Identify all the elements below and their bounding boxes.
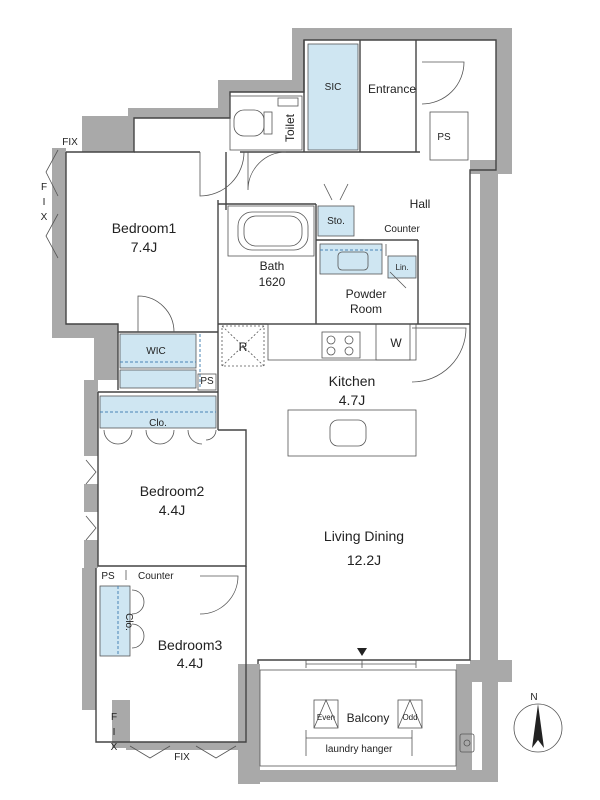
fixtures <box>233 97 414 359</box>
room-name-living: Living Dining <box>324 528 404 544</box>
label-laundry: laundry hanger <box>326 744 393 755</box>
sto-storage <box>317 205 355 237</box>
room-size-bath: 1620 <box>259 275 286 289</box>
room-name-kitchen: Kitchen <box>329 373 376 389</box>
room-name-bath: Bath <box>260 259 285 273</box>
bathtub-icon <box>237 211 309 251</box>
room-name-powder-2: Room <box>350 302 382 316</box>
room-labels: Bedroom1 7.4J Bedroom2 4.4J Bedroom3 4.4… <box>112 82 431 725</box>
room-name-balcony: Balcony <box>347 711 390 725</box>
lin-storage <box>387 255 417 279</box>
room-name-hall: Hall <box>410 197 431 211</box>
label-counter-hall: Counter <box>384 224 420 235</box>
stove-icon <box>321 331 361 359</box>
label-clo-bedroom2: Clo. <box>149 418 167 429</box>
room-name-toilet: Toilet <box>283 113 297 142</box>
label-washer: W <box>390 336 402 350</box>
room-name-bedroom3: Bedroom3 <box>158 637 223 653</box>
label-fix-bottom: FIX <box>174 752 190 763</box>
room-size-bedroom2: 4.4J <box>159 502 185 518</box>
clo-bedroom3 <box>99 585 131 657</box>
doors <box>45 61 467 759</box>
label-wic: WIC <box>146 346 165 357</box>
sink-icon <box>337 251 369 271</box>
room-name-bedroom2: Bedroom2 <box>140 483 205 499</box>
fixture-labels: SIC WIC Clo. Clo. Sto. Lin. Counter Coun… <box>41 82 451 763</box>
label-lin: Lin. <box>396 263 409 272</box>
label-fix-top: FIX <box>62 137 78 148</box>
compass: N <box>513 692 563 753</box>
label-counter-bed3: Counter <box>138 571 174 582</box>
label-ps-wic: PS <box>200 376 214 387</box>
room-size-kitchen: 4.7J <box>339 392 365 408</box>
room-name-powder-1: Powder <box>346 287 387 301</box>
room-size-bedroom3: 4.4J <box>177 655 203 671</box>
interior-walls <box>65 39 497 767</box>
label-refrigerator: R <box>239 340 248 354</box>
compass-label: N <box>530 692 537 703</box>
toilet-icon <box>233 109 265 137</box>
sic-storage <box>307 43 359 151</box>
label-sto: Sto. <box>327 216 345 227</box>
room-name-entrance: Entrance <box>368 82 416 96</box>
room-size-living: 12.2J <box>347 552 381 568</box>
storage-areas <box>99 43 417 657</box>
label-clo-bedroom3: Clo. <box>123 613 134 631</box>
label-ps-entrance: PS <box>437 132 451 143</box>
north-arrow-icon <box>532 704 544 748</box>
label-ps-bed3: PS <box>101 571 115 582</box>
room-name-bedroom1: Bedroom1 <box>112 220 177 236</box>
room-size-bedroom1: 7.4J <box>131 239 157 255</box>
label-sic: SIC <box>325 82 342 93</box>
label-even: Even <box>317 713 335 722</box>
label-odd: Odd <box>402 713 417 722</box>
